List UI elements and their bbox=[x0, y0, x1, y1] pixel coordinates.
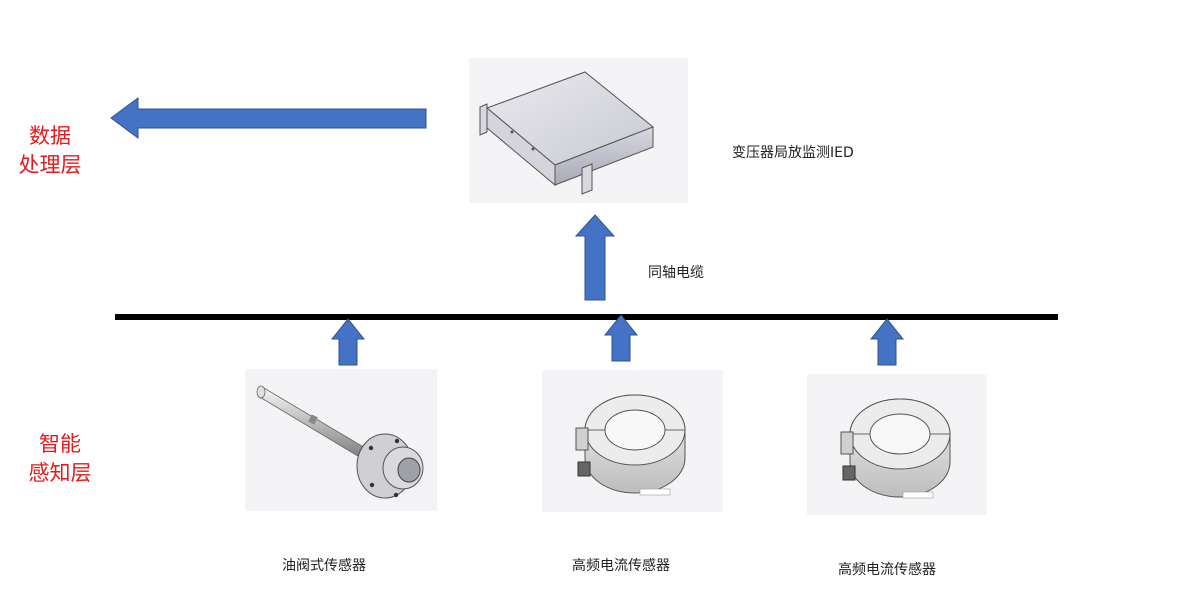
sensor1-arrow bbox=[330, 318, 366, 366]
sensor3-arrow bbox=[869, 318, 905, 366]
bus-line bbox=[115, 314, 1058, 320]
sensing-layer-label: 智能 感知层 bbox=[25, 430, 95, 488]
processing-layer-line2: 处理层 bbox=[18, 153, 82, 177]
coax-cable-arrow bbox=[574, 214, 616, 301]
sensor1-label: 油阀式传感器 bbox=[282, 558, 366, 574]
sensing-layer-line1: 智能 bbox=[39, 432, 81, 456]
output-arrow bbox=[110, 97, 427, 139]
sensor2-label: 高频电流传感器 bbox=[572, 558, 670, 574]
hfct-sensor-image-1 bbox=[542, 370, 723, 512]
processing-layer-label: 数据 处理层 bbox=[15, 122, 85, 180]
oil-valve-sensor-image bbox=[245, 369, 437, 511]
sensor2-arrow bbox=[603, 314, 639, 362]
hfct-sensor-image-2 bbox=[807, 374, 987, 515]
ied-device-image bbox=[469, 58, 688, 203]
coax-cable-label: 同轴电缆 bbox=[648, 265, 704, 281]
processing-layer-line1: 数据 bbox=[29, 124, 71, 148]
sensor3-label: 高频电流传感器 bbox=[838, 562, 936, 578]
sensing-layer-line2: 感知层 bbox=[28, 461, 92, 485]
ied-label: 变压器局放监测IED bbox=[732, 145, 854, 161]
